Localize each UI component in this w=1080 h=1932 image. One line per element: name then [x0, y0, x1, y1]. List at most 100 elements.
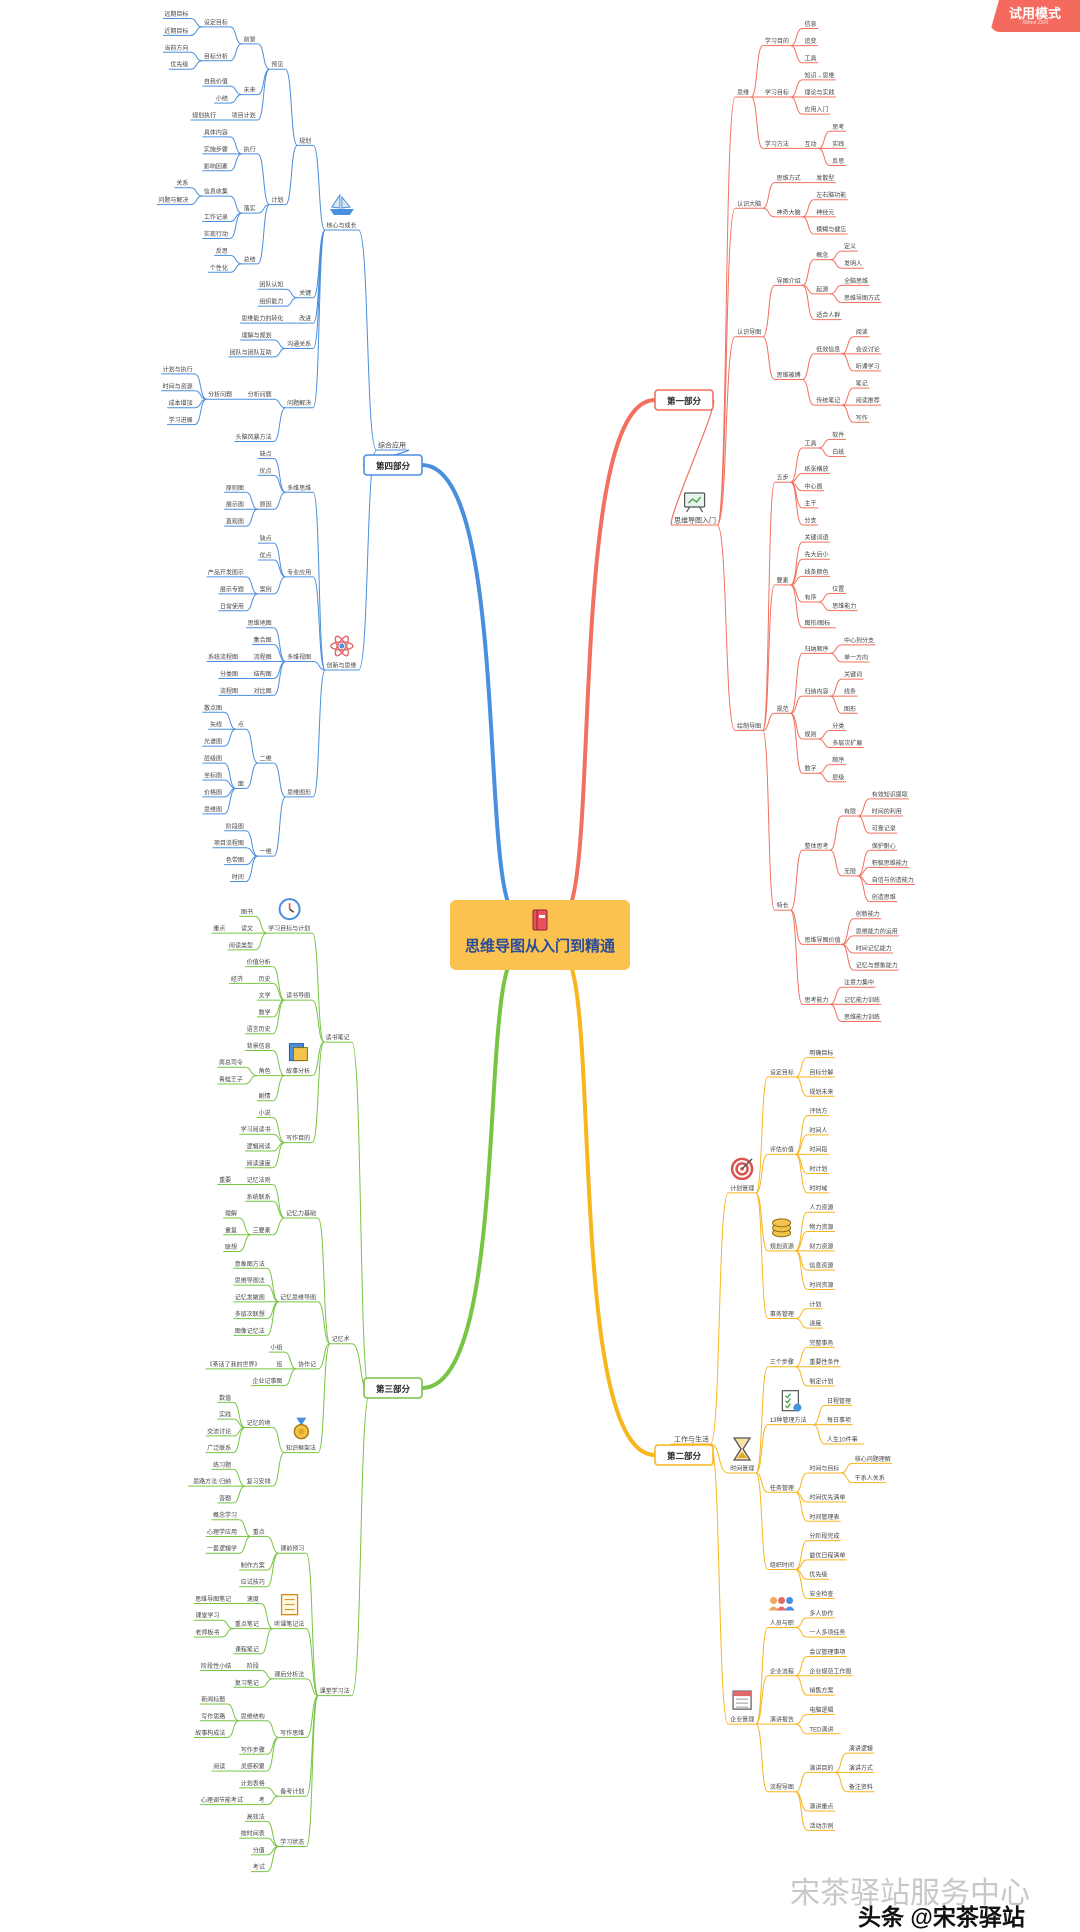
topic-level-4[interactable]: 时间与目标: [809, 1464, 839, 1472]
topic-level-4[interactable]: 记忆的地: [247, 1419, 271, 1427]
topic-level-3[interactable]: 思维被缚: [777, 371, 801, 379]
topic-level-4[interactable]: 优先级: [809, 1571, 827, 1579]
topic-level-4[interactable]: 思维导图法: [235, 1277, 265, 1285]
topic-level-6[interactable]: 学习进展: [169, 416, 193, 424]
topic-level-4[interactable]: 记忆发散图: [235, 1293, 265, 1301]
topic-level-3[interactable]: 评估价值: [770, 1146, 794, 1154]
topic-level-6[interactable]: 反思: [216, 247, 228, 255]
topic-level-6[interactable]: 设定目标: [204, 18, 228, 26]
topic-level-4[interactable]: 优点: [260, 467, 272, 475]
topic-level-5[interactable]: 思路方法·归纳: [193, 1478, 231, 1486]
topic-level-4[interactable]: 整体思考: [804, 842, 828, 850]
topic-level-4[interactable]: 追变: [804, 37, 816, 45]
topic-level-5[interactable]: 分类图: [220, 670, 238, 678]
topic-level-6[interactable]: 思维图: [204, 805, 222, 813]
topic-level-6[interactable]: 目标分析: [204, 52, 228, 60]
topic-level-6[interactable]: 成本增加: [169, 399, 193, 407]
topic-level-4[interactable]: 流程图: [254, 653, 272, 661]
topic-level-4[interactable]: 发散型: [816, 174, 834, 182]
topic-level-6[interactable]: 个性化: [210, 264, 228, 272]
topic-level-4[interactable]: 三要素: [253, 1226, 271, 1234]
topic-level-4[interactable]: 系统联系: [247, 1193, 271, 1201]
topic-level-4[interactable]: 语言历史: [247, 1025, 271, 1033]
topic-level-6[interactable]: 自我价值: [204, 78, 228, 86]
topic-level-4[interactable]: 规划未来: [809, 1088, 833, 1096]
topic-level-7[interactable]: 近期目标: [164, 27, 188, 35]
topic-level-5[interactable]: 日常使用: [220, 602, 244, 610]
topic-level-4[interactable]: 评估方: [809, 1107, 827, 1115]
topic-level-4[interactable]: 按时间表: [241, 1830, 265, 1838]
topic-level-4[interactable]: 优点: [260, 552, 272, 560]
topic-level-4[interactable]: 财力资源: [809, 1242, 833, 1250]
topic-level-4[interactable]: 制定计划: [809, 1378, 833, 1386]
topic-level-4[interactable]: 应试技巧: [241, 1578, 265, 1586]
topic-level-4[interactable]: 传统笔记: [816, 397, 840, 405]
topic-level-3[interactable]: 要素: [777, 576, 789, 584]
topic-level-2[interactable]: 时间管理: [730, 1464, 754, 1472]
topic-level-4[interactable]: 理解与规划: [242, 332, 272, 340]
topic-level-4[interactable]: 灵感积累: [241, 1763, 265, 1771]
topic-level-4[interactable]: 缺点: [260, 450, 272, 458]
part-node-2[interactable]: 第二部分: [654, 1444, 714, 1466]
topic-level-4[interactable]: 应用入门: [804, 106, 828, 114]
topic-level-4[interactable]: 时间段: [809, 1146, 827, 1154]
topic-level-5[interactable]: 思维能力: [832, 602, 856, 610]
topic-level-4[interactable]: 起源: [816, 285, 828, 293]
topic-level-5[interactable]: 有限: [844, 808, 856, 816]
topic-level-3[interactable]: 任务管理: [770, 1484, 794, 1492]
topic-level-2[interactable]: 计划管理: [730, 1184, 754, 1192]
topic-level-1[interactable]: 工作与生活: [674, 1435, 709, 1444]
topic-level-6[interactable]: 时间的利用: [872, 808, 902, 816]
topic-level-6[interactable]: 层级图: [204, 755, 222, 763]
topic-level-3[interactable]: 改进: [299, 315, 311, 323]
topic-level-3[interactable]: 演讲报告: [770, 1716, 794, 1724]
topic-level-5[interactable]: 演讲逻辑: [849, 1745, 873, 1753]
topic-level-4[interactable]: 分值: [253, 1846, 265, 1854]
topic-level-2[interactable]: 创新与思维: [327, 662, 357, 670]
topic-level-4[interactable]: 知识→思维: [804, 71, 834, 79]
topic-level-5[interactable]: 总结: [244, 255, 256, 263]
topic-level-4[interactable]: 重要性条件: [809, 1358, 839, 1366]
topic-level-5[interactable]: 理解: [225, 1210, 237, 1218]
topic-level-5[interactable]: 思考: [832, 123, 844, 131]
topic-level-4[interactable]: 数学: [259, 1008, 271, 1016]
topic-level-4[interactable]: 时计划: [809, 1165, 827, 1173]
topic-level-5[interactable]: 记忆与想象能力: [856, 962, 898, 970]
topic-level-4[interactable]: 时时域: [809, 1184, 827, 1192]
topic-level-4[interactable]: 思维结构: [241, 1712, 265, 1720]
topic-level-3[interactable]: 组织时间: [770, 1561, 794, 1569]
topic-level-4[interactable]: 制作方案: [241, 1561, 265, 1569]
part-node-1[interactable]: 第一部分: [654, 389, 714, 411]
topic-level-3[interactable]: 13种管理方法: [770, 1416, 807, 1424]
topic-level-5[interactable]: 位置: [832, 585, 844, 593]
topic-level-5[interactable]: 白纸: [832, 448, 844, 456]
topic-level-5[interactable]: 全脑思维: [844, 277, 868, 285]
topic-level-5[interactable]: 备注资料: [849, 1783, 873, 1791]
topic-level-4[interactable]: 神经元: [816, 208, 834, 216]
topic-level-3[interactable]: 规划: [299, 137, 311, 145]
topic-level-4[interactable]: 分析问题: [248, 391, 272, 399]
topic-level-5[interactable]: 图形: [844, 705, 856, 713]
topic-level-2[interactable]: 核心与成长: [327, 222, 357, 230]
topic-level-4[interactable]: 头脑风暴方法: [236, 433, 272, 441]
topic-level-4[interactable]: 活动示例: [809, 1822, 833, 1830]
topic-level-5[interactable]: 分类: [832, 722, 844, 730]
topic-level-4[interactable]: 销售方案: [809, 1687, 833, 1695]
topic-level-4[interactable]: 分支: [804, 517, 816, 525]
topic-level-4[interactable]: 意象图方法: [235, 1260, 265, 1268]
topic-level-4[interactable]: 文学: [259, 992, 271, 1000]
topic-level-4[interactable]: 人力资源: [809, 1204, 833, 1212]
topic-level-4[interactable]: 多人协作: [809, 1609, 833, 1617]
topic-level-6[interactable]: 价格图: [204, 788, 222, 796]
topic-level-5[interactable]: 数值: [219, 1394, 231, 1402]
topic-level-4[interactable]: 图书: [241, 908, 253, 916]
topic-level-4[interactable]: 低效信息: [816, 345, 840, 353]
topic-level-3[interactable]: 学习状态: [280, 1838, 304, 1846]
topic-level-5[interactable]: 创新能力: [856, 910, 880, 918]
topic-level-4[interactable]: 时间人: [809, 1126, 827, 1134]
topic-level-4[interactable]: 归纳内容: [804, 688, 828, 696]
topic-level-5[interactable]: 单一方向: [844, 653, 868, 661]
topic-level-5[interactable]: 核心问题理解: [855, 1455, 891, 1463]
topic-level-4[interactable]: 读文: [241, 925, 253, 933]
topic-level-3[interactable]: 规范: [777, 705, 789, 713]
